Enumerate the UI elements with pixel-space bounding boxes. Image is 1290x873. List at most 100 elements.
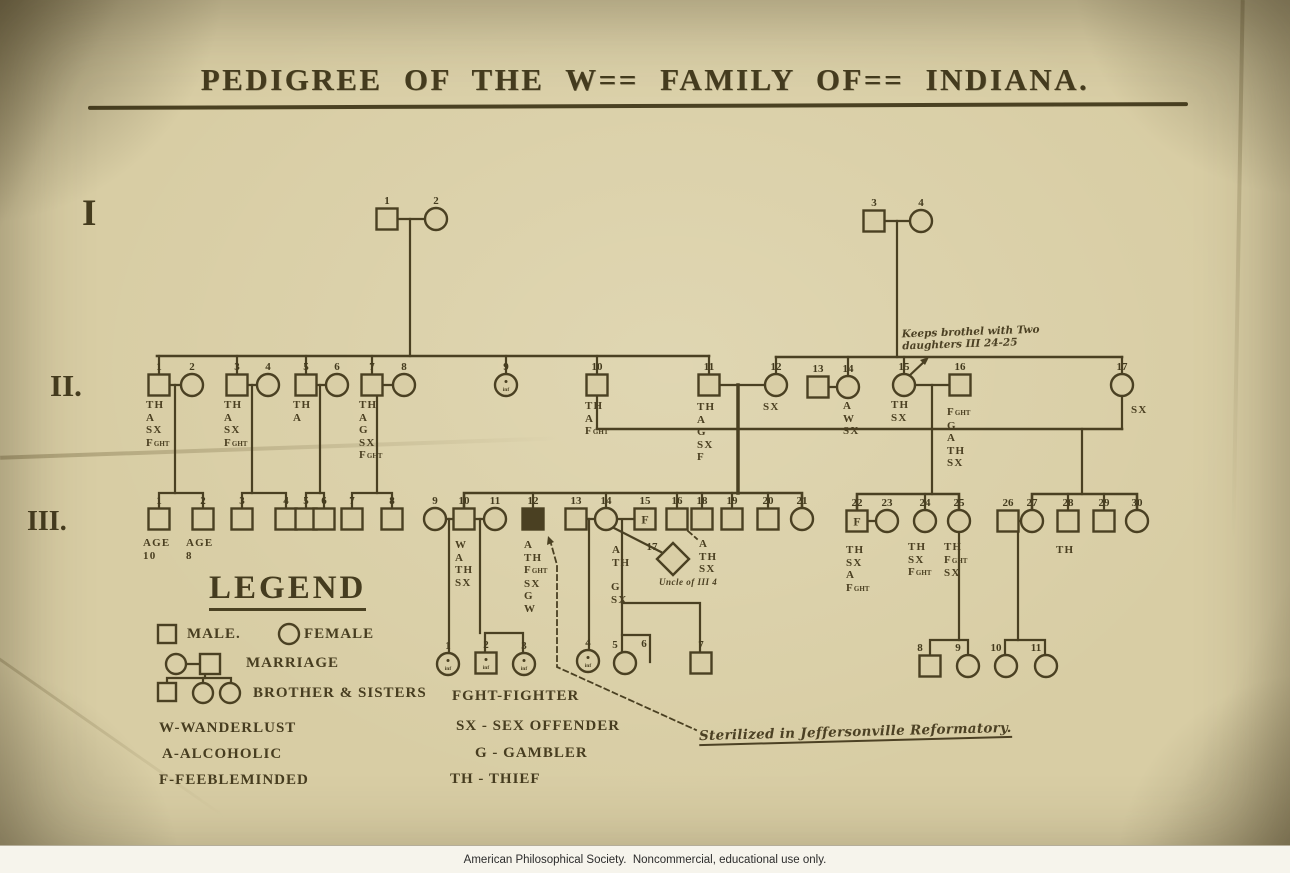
individual-III-26 [996,509,1020,533]
legend-trait-feebleminded: F-FEEBLEMINDED [159,772,309,788]
credit-text: American Philosophical Society. Noncomme… [463,853,827,866]
individual-IV-8 [918,654,942,678]
individual-III-1 [147,507,171,531]
individual-number-II-14: 14 [842,363,854,375]
annotation-brothel: Keeps brothel with Two daughters III 24-… [902,324,1040,353]
individual-III-20 [756,507,780,531]
individual-II-17 [1109,372,1135,398]
pedigree-connector-line [350,491,394,510]
legend-label-female: FEMALE [304,626,375,642]
individual-II-6 [324,372,350,398]
individual-number-IV-8: 8 [917,642,923,654]
individual-II-10 [585,373,609,397]
individual-number-II-6: 6 [334,361,340,373]
individual-number-II-9: 9 [503,361,509,373]
individual-number-I-2: 2 [433,195,439,207]
individual-number-III-10: 10 [458,495,470,507]
individual-number-III-15: 15 [639,495,651,507]
individual-III-3 [230,507,254,531]
individual-II-1 [147,373,171,397]
individual-III-23 [874,508,900,534]
individual-number-III-1: 1 [156,495,162,507]
legend-sibs-circle-1-icon [191,681,215,705]
individual-III-2 [191,507,215,531]
individual-III-27 [1019,508,1045,534]
individual-I-2 [423,206,449,232]
individual-III-18 [690,507,714,531]
individual-II-14 [835,374,861,400]
individual-IV-3: inf [511,651,537,677]
annotation-uncle: Uncle of III 4 [659,577,718,587]
individual-III-25 [946,508,972,534]
individual-III-11 [482,506,508,532]
individual-number-I-3: 3 [871,197,877,209]
individual-number-II-15: 15 [898,361,910,373]
individual-number-IV-9: 9 [955,642,961,654]
individual-number-III-5: 5 [303,495,309,507]
individual-III-30 [1124,508,1150,534]
individual-number-III-3: 3 [239,495,245,507]
individual-number-III-22: 22 [851,497,863,509]
legend-label-brother-sisters: BROTHER & SISTERS [253,685,427,701]
individual-number-III-27: 27 [1026,497,1038,509]
individual-III-22: F [845,509,869,533]
individual-number-III-7: 7 [349,495,355,507]
individual-number-I-4: 4 [918,197,924,209]
individual-number-III-29: 29 [1098,497,1110,509]
legend-female-circle-icon [277,622,301,646]
individual-III-21 [789,506,815,532]
individual-III-14 [593,506,619,532]
individual-IV-1: inf [435,651,461,677]
individual-IV-7 [689,651,713,675]
credit-bar: American Philosophical Society. Noncomme… [0,845,1290,873]
individual-number-I-1: 1 [384,195,390,207]
legend-trait-alcoholic: A-ALCOHOLIC [162,746,283,762]
individual-IV-5 [612,650,638,676]
individual-I-1 [375,207,399,231]
individual-II-8 [391,372,417,398]
legend-trait-gambler: G - GAMBLER [475,745,588,761]
individual-number-III-11: 11 [489,495,501,507]
individual-number-II-8: 8 [401,361,407,373]
individual-number-II-2: 2 [189,361,195,373]
legend-trait-sex-offender: SX - SEX OFFENDER [456,718,621,734]
individual-III-17 [655,541,691,577]
individual-number-III-13: 13 [570,495,582,507]
individual-II-13 [806,375,830,399]
individual-IV-9 [955,653,981,679]
legend-sibs-circle-2-icon [218,681,242,705]
individual-number-III-28: 28 [1062,497,1074,509]
pedigree-connector-line [157,491,205,510]
individual-number-IV-2: 2 [483,639,489,651]
individual-II-7 [360,373,384,397]
individual-II-4 [255,372,281,398]
individual-number-III-12: 12 [527,495,539,507]
individual-II-11 [697,373,721,397]
individual-number-II-10: 10 [591,361,603,373]
died-in-infancy-mark: inf [503,387,510,393]
individual-number-IV-5: 5 [612,639,618,651]
individual-number-III-8: 8 [389,495,395,507]
legend-label-male: MALE. [187,626,241,642]
individual-number-III-9: 9 [432,495,438,507]
trait-label-II-17: SX [1131,404,1148,416]
individual-number-III-23: 23 [881,497,893,509]
individual-number-III-4: 4 [283,495,289,507]
individual-II-2 [179,372,205,398]
individual-II-5 [294,373,318,397]
individual-number-II-7: 7 [369,361,375,373]
individual-number-II-16: 16 [954,361,966,373]
individual-III-13 [564,507,588,531]
